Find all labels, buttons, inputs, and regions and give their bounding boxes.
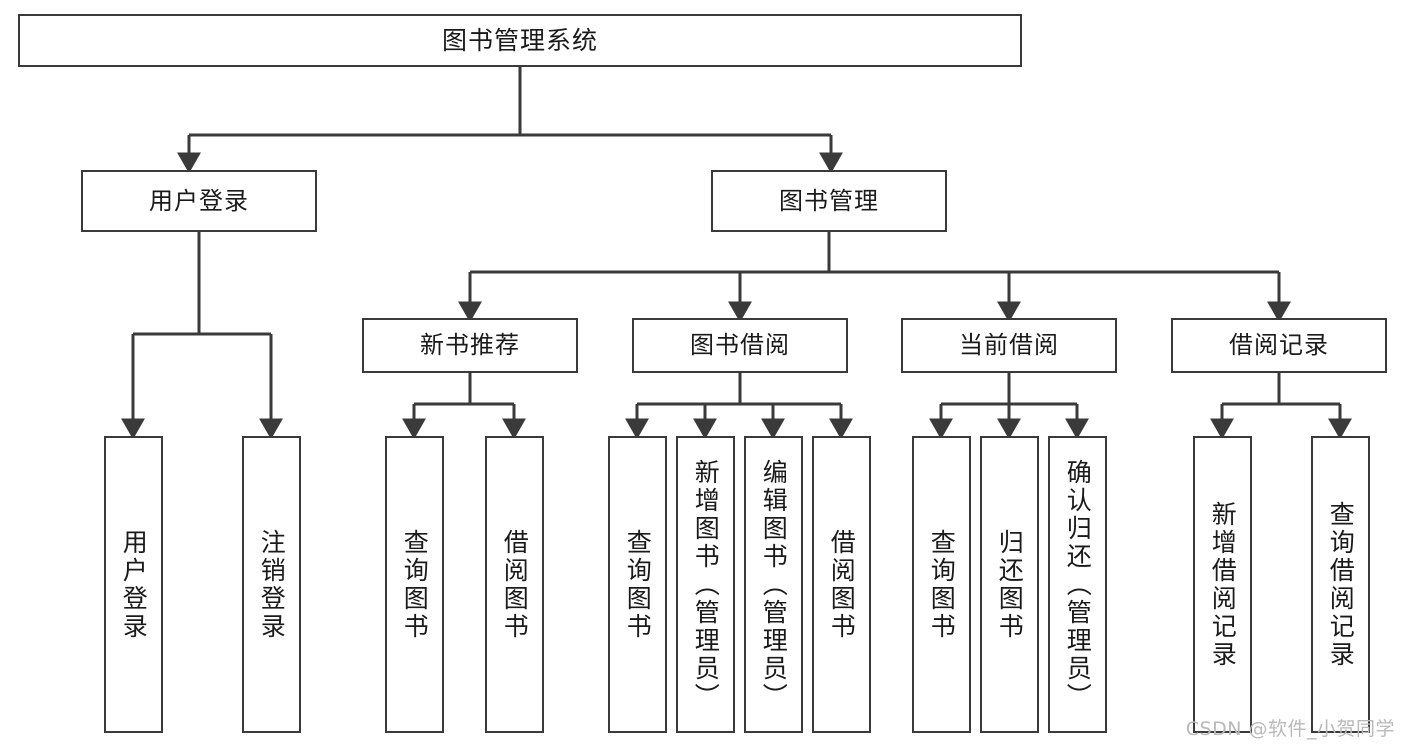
node-borrow-record[interactable]: 借阅记录 (1171, 318, 1387, 373)
node-new-book-rec[interactable]: 新书推荐 (362, 318, 578, 373)
node-leaf-query-book-1[interactable]: 查询图书 (385, 436, 444, 733)
node-root[interactable]: 图书管理系统 (18, 14, 1022, 67)
node-leaf-return-book-label: 归还图书 (995, 528, 1025, 641)
node-book-borrow[interactable]: 图书借阅 (632, 318, 848, 373)
node-leaf-edit-book[interactable]: 编辑图书（管理员） (744, 436, 803, 733)
node-leaf-return-book[interactable]: 归还图书 (980, 436, 1039, 733)
node-leaf-borrow-book-2-label: 借阅图书 (827, 528, 857, 641)
node-leaf-query-record[interactable]: 查询借阅记录 (1311, 436, 1370, 733)
node-leaf-user-logout-label: 注销登录 (257, 528, 287, 641)
node-book-manage-label: 图书管理 (779, 186, 879, 215)
node-leaf-borrow-book-1[interactable]: 借阅图书 (485, 436, 544, 733)
node-leaf-user-login-label: 用户登录 (119, 528, 149, 641)
node-book-manage[interactable]: 图书管理 (711, 170, 947, 232)
node-leaf-query-book-3[interactable]: 查询图书 (912, 436, 971, 733)
node-leaf-user-login[interactable]: 用户登录 (104, 436, 163, 733)
node-leaf-query-book-2-label: 查询图书 (623, 528, 653, 641)
node-leaf-add-book[interactable]: 新增图书（管理员） (676, 436, 735, 733)
node-leaf-query-book-1-label: 查询图书 (400, 528, 430, 641)
node-user-login[interactable]: 用户登录 (81, 170, 317, 232)
node-leaf-borrow-book-1-label: 借阅图书 (500, 528, 530, 641)
node-book-borrow-label: 图书借阅 (690, 331, 790, 360)
node-leaf-add-record-label: 新增借阅记录 (1208, 500, 1238, 669)
node-leaf-add-record[interactable]: 新增借阅记录 (1193, 436, 1252, 733)
node-leaf-query-book-3-label: 查询图书 (927, 528, 957, 641)
node-leaf-borrow-book-2[interactable]: 借阅图书 (812, 436, 871, 733)
node-leaf-add-book-label: 新增图书（管理员） (691, 458, 721, 711)
node-user-login-label: 用户登录 (149, 186, 249, 215)
node-leaf-user-logout[interactable]: 注销登录 (242, 436, 301, 733)
node-leaf-confirm-return-label: 确认归还（管理员） (1063, 458, 1093, 711)
node-current-borrow[interactable]: 当前借阅 (901, 318, 1117, 373)
node-leaf-query-book-2[interactable]: 查询图书 (608, 436, 667, 733)
node-leaf-query-record-label: 查询借阅记录 (1326, 500, 1356, 669)
node-new-book-rec-label: 新书推荐 (420, 331, 520, 360)
node-root-label: 图书管理系统 (441, 25, 598, 55)
node-current-borrow-label: 当前借阅 (959, 331, 1059, 360)
node-leaf-confirm-return[interactable]: 确认归还（管理员） (1048, 436, 1107, 733)
node-borrow-record-label: 借阅记录 (1229, 331, 1329, 360)
node-leaf-edit-book-label: 编辑图书（管理员） (759, 458, 789, 711)
